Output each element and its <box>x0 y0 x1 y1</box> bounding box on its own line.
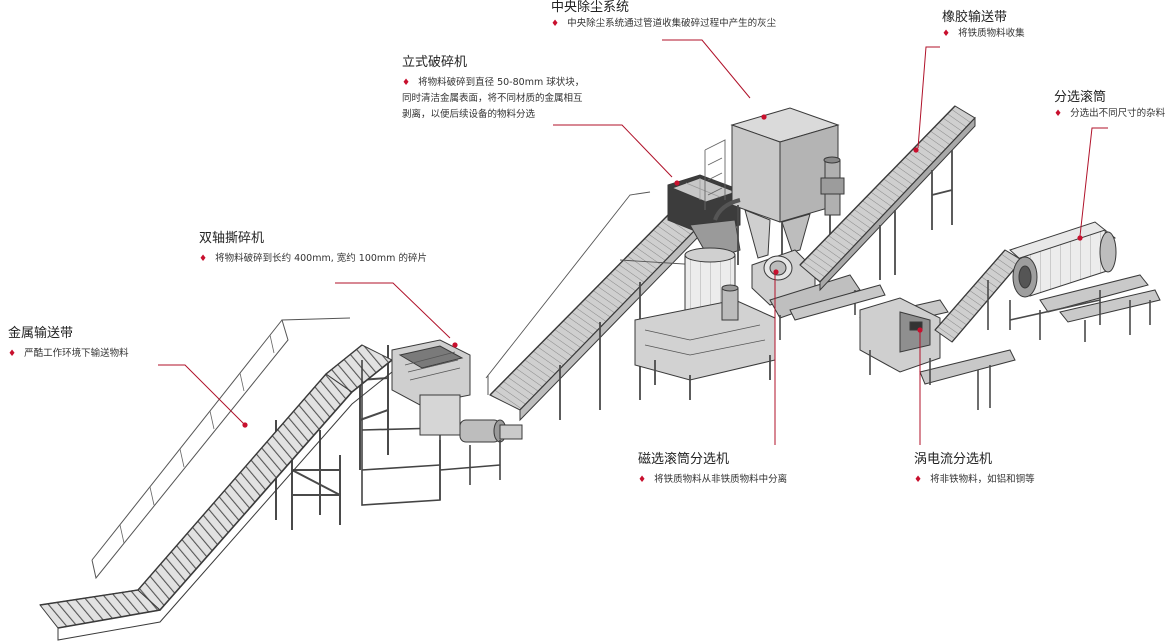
annotation-desc: ♦将非铁物料，如铝和铜等 <box>914 474 1035 485</box>
annotation-desc: ♦将铁质物料从非铁质物料中分离 <box>638 474 788 485</box>
leader-line-vertical-crusher <box>553 124 673 178</box>
dual-shaft-shredder-machine <box>391 339 523 500</box>
bullet-icon: ♦ <box>551 19 560 29</box>
annotation-desc: ♦分选出不同尺寸的杂料 <box>1054 108 1166 119</box>
bullet-icon: ♦ <box>638 475 647 485</box>
annotation-eddy-current: 涡电流分选机 ♦将非铁物料，如铝和铜等 <box>914 452 1035 488</box>
leader-line-metal-conveyor <box>158 364 246 426</box>
central-dust-system-machine <box>704 107 845 275</box>
annotation-trommel: 分选滚筒 ♦分选出不同尺寸的杂料 <box>1054 90 1165 122</box>
annotation-title: 磁选滚筒分选机 <box>638 452 730 467</box>
annotation-title: 双轴撕碎机 <box>199 231 265 246</box>
annotation-rubber-conveyor: 橡胶输送带 ♦将铁质物料收集 <box>942 10 1025 42</box>
annotation-title: 立式破碎机 <box>402 55 468 70</box>
annotation-desc: ♦将铁质物料收集 <box>942 28 1025 39</box>
bullet-icon: ♦ <box>1054 109 1063 119</box>
leader-line-central-dust <box>662 39 751 99</box>
annotation-dual-shaft-shredder: 双轴撕碎机 ♦将物料破碎到长约 400mm, 宽约 100mm 的碎片 <box>199 231 427 267</box>
annotation-title: 分选滚筒 <box>1054 90 1107 105</box>
leader-dots <box>242 114 1083 428</box>
annotation-title: 涡电流分选机 <box>914 452 993 467</box>
annotation-title: 金属输送带 <box>8 326 74 341</box>
bullet-icon: ♦ <box>914 475 923 485</box>
annotation-title: 橡胶输送带 <box>942 10 1008 25</box>
annotation-magnetic-drum: 磁选滚筒分选机 ♦将铁质物料从非铁质物料中分离 <box>638 452 787 488</box>
magnetic-drum-separator-machine <box>751 249 861 340</box>
annotation-desc: ♦将物料破碎到长约 400mm, 宽约 100mm 的碎片 <box>199 253 427 264</box>
bullet-icon: ♦ <box>402 78 411 88</box>
vertical-crusher-machine <box>634 174 776 400</box>
annotation-desc: ♦中央除尘系统通过管道收集破碎过程中产生的灰尘 <box>551 18 777 29</box>
trommel-machine <box>1009 221 1161 342</box>
leader-lines <box>158 39 1108 445</box>
annotation-vertical-crusher: 立式破碎机 ♦将物料破碎到直径 50-80mm 球状块， 同时清洁金属表面，将不… <box>402 55 584 123</box>
annotation-desc: ♦严酷工作环境下输送物料 <box>8 348 129 359</box>
metal-conveyor-machine <box>39 317 441 641</box>
annotation-central-dust: 中央除尘系统 ♦中央除尘系统通过管道收集破碎过程中产生的灰尘 <box>551 0 776 32</box>
annotation-title: 中央除尘系统 <box>551 0 630 15</box>
leader-line-rubber-conveyor <box>917 46 940 149</box>
bullet-icon: ♦ <box>199 254 208 264</box>
bullet-icon: ♦ <box>942 29 951 39</box>
bullet-icon: ♦ <box>8 349 17 359</box>
eddy-current-separator-machine <box>789 284 1016 410</box>
leader-line-trommel <box>1079 127 1108 237</box>
rubber-conveyor-machine <box>799 105 976 292</box>
annotation-metal-conveyor: 金属输送带 ♦严酷工作环境下输送物料 <box>8 326 129 362</box>
trommel-feed-conveyor <box>934 249 1023 343</box>
leader-line-dual-shaft-shredder <box>335 282 451 339</box>
annotation-desc: ♦将物料破碎到直径 50-80mm 球状块， 同时清洁金属表面，将不同材质的金属… <box>402 77 585 120</box>
